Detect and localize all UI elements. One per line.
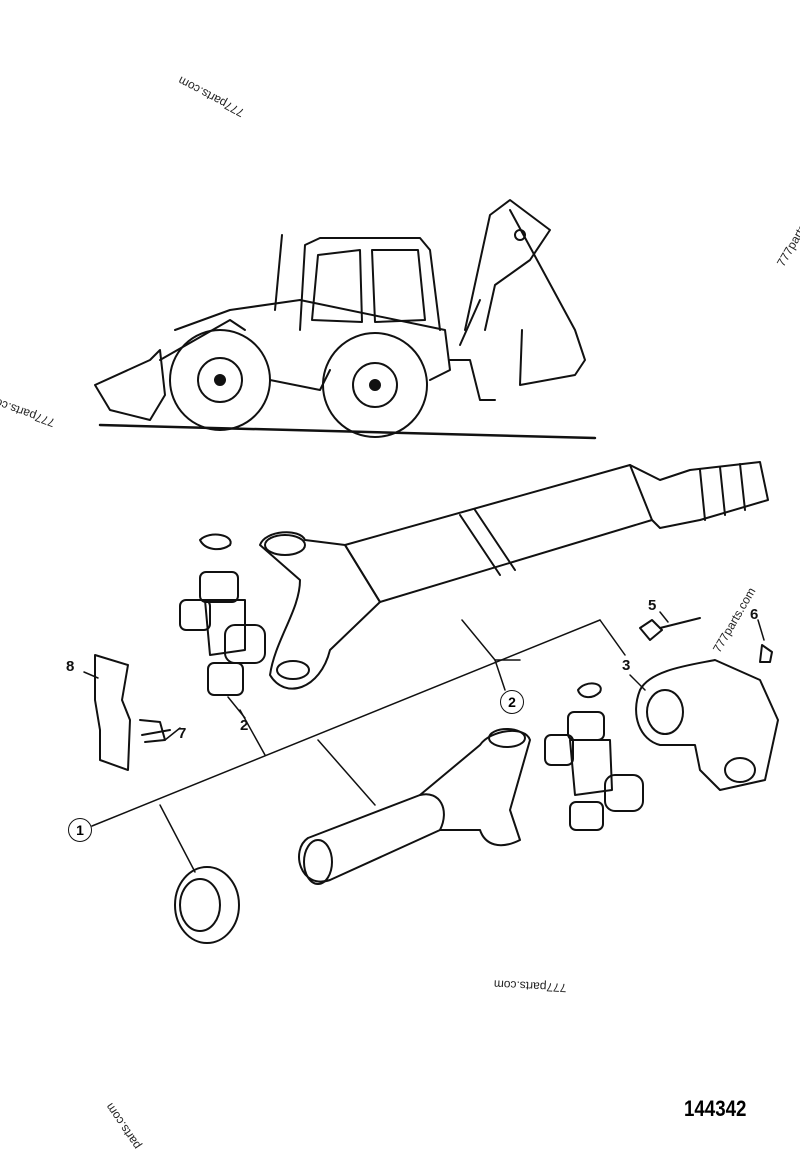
universal-joint-right [544,682,644,831]
propeller-shaft [259,461,769,690]
callout-1: 1 [68,818,92,842]
centre-bearing [635,617,779,791]
callout-7: 7 [178,725,187,742]
callout-2: 2 [240,717,249,734]
callout-3: 3 [622,657,631,674]
callout-8: 8 [66,658,75,675]
callout-6: 6 [750,606,759,623]
leader-lines [83,611,765,873]
bracket-clip [94,654,171,771]
slip-yoke [298,728,531,885]
universal-joint-left [179,533,266,696]
dust-cap-nut [174,866,240,944]
callout-2-circled: 2 [500,690,524,714]
backhoe-loader-illustration [94,199,597,440]
callout-5: 5 [648,597,657,614]
reference-number: 144342 [684,1096,747,1121]
